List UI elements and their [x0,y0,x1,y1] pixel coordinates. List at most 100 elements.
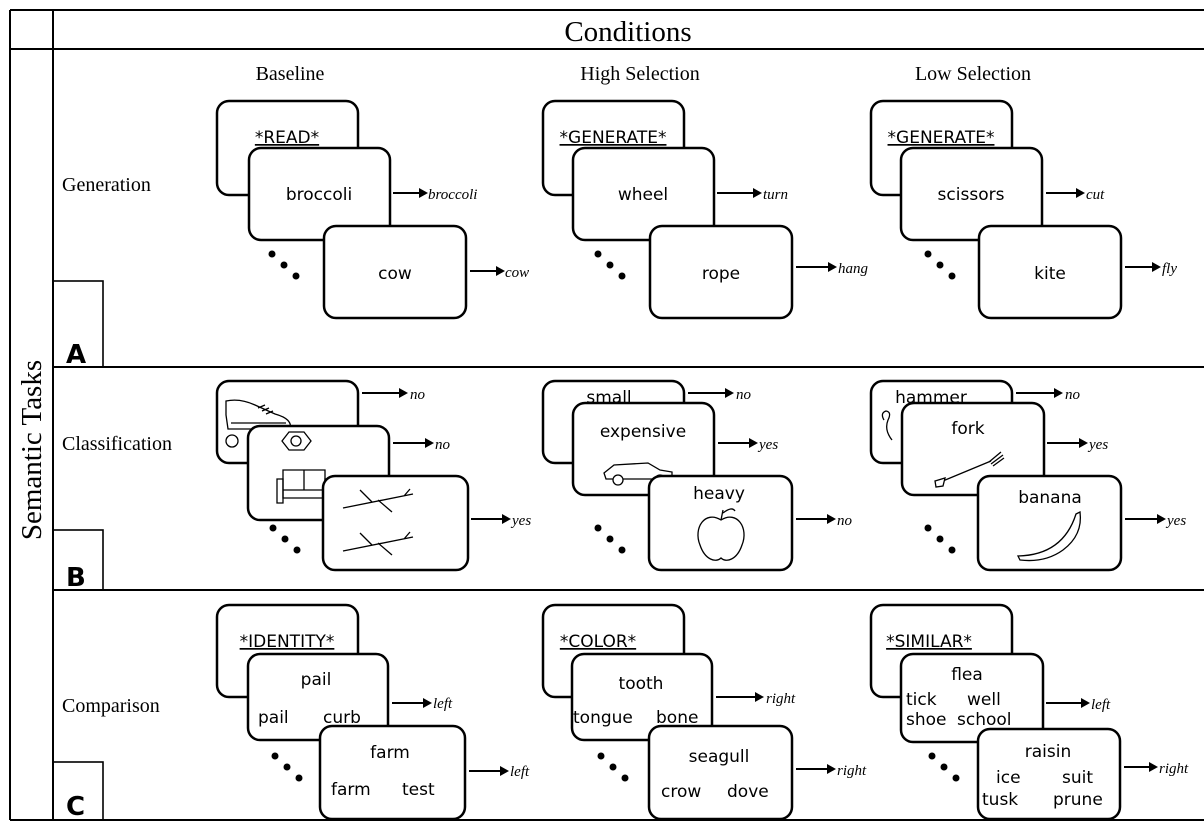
ellipsis-dot [597,752,605,760]
column-header-baseline: Baseline [256,63,325,85]
response-text: broccoli [428,187,477,203]
trial-classification-low-selection: hammer fork banana no yes yes [869,379,1186,572]
response-text: no [435,437,451,453]
response-text: hang [838,261,869,277]
comparison-choice: school [957,710,1012,730]
ellipsis-dot [928,752,936,760]
ellipsis-dot [606,261,614,269]
ellipsis-dot [940,763,948,771]
fork-icon [934,451,1005,488]
stimulus-word: cow [378,264,412,284]
instruction-card-text: *GENERATE* [888,128,995,148]
panel-letter-b: B [66,563,86,593]
response-text: cut [1086,187,1105,203]
response-text: yes [1087,437,1108,453]
trial-comparison-baseline: *IDENTITY* pail pail curb farm farm test… [215,603,530,821]
table-frame [9,9,1204,821]
ellipsis-dot [924,250,932,258]
comparison-choice: prune [1053,790,1103,810]
ellipsis-dot [271,752,279,760]
response-text: turn [763,187,788,203]
instruction-card-text: *READ* [255,128,319,148]
comparison-target: farm [370,743,410,763]
column-header-high-selection: High Selection [580,63,699,85]
instruction-card-text: *COLOR* [560,632,636,652]
response-text: no [837,513,853,529]
stimulus-word: scissors [938,185,1005,205]
trial-comparison-high-selection: *COLOR* tooth tongue bone seagull crow d… [541,603,867,821]
panel-label-b: B [52,529,104,593]
response-text: right [1159,761,1189,777]
response-text: yes [757,437,778,453]
response-text: cow [505,265,529,281]
trial-generation-baseline: *READ* broccoli cow broccoli cow [215,99,529,320]
comparison-choice: tusk [982,790,1018,810]
trial-classification-baseline: no no yes [215,379,531,572]
stimulus-word: rope [702,264,740,284]
ellipsis-dot [280,261,288,269]
ellipsis-dot [948,272,956,280]
column-header-low-selection: Low Selection [915,63,1031,85]
ellipsis-dot [609,763,617,771]
conditions-title: Conditions [564,16,691,48]
trial-comparison-low-selection: *SIMILAR* flea tick well shoe school rai… [869,603,1189,821]
ellipsis-dot [618,272,626,280]
ellipsis-dot [606,535,614,543]
bird-icon [881,410,893,441]
semantic-tasks-title: Semantic Tasks [16,360,48,540]
response-text: yes [1165,513,1186,529]
comparison-choice: shoe [906,710,947,730]
ellipsis-dot [952,774,960,782]
response-text: yes [510,513,531,529]
row-label-classification: Classification [62,433,172,455]
response-text: left [510,764,530,780]
apple-icon [697,508,745,561]
response-text: right [837,763,867,779]
comparison-target: raisin [1025,742,1071,762]
ellipsis-dot [293,546,301,554]
panel-label-c: C [52,761,104,822]
comparison-choice-right: bone [656,708,698,728]
comparison-choice-right: test [402,780,435,800]
comparison-choice: ice [996,768,1021,788]
ellipsis-dot [936,261,944,269]
banana-icon [1016,511,1082,562]
comparison-choice: suit [1062,768,1093,788]
ellipsis-dot [924,524,932,532]
trial-generation-low-selection: *GENERATE* scissors kite cut fly [869,99,1177,320]
nut-and-sofa-icon [276,431,332,504]
comparison-target: tooth [619,674,664,694]
ellipsis-dot [594,524,602,532]
response-text: left [1091,697,1111,713]
comparison-choice-left: pail [258,708,289,728]
airplanes-icon [342,488,414,556]
ellipsis-dot [621,774,629,782]
comparison-choice: tick [906,690,937,710]
comparison-target: pail [301,670,332,690]
response-text: left [433,696,453,712]
trial-classification-high-selection: small expensive heavy no yes no [541,379,853,572]
trial-generation-high-selection: *GENERATE* wheel rope turn hang [541,99,869,320]
ellipsis-dot [295,774,303,782]
ellipsis-dot [936,535,944,543]
instruction-card-text: *IDENTITY* [240,632,335,652]
response-text: no [1065,387,1081,403]
instruction-card-text: *GENERATE* [560,128,667,148]
ellipsis-dot [283,763,291,771]
classification-word: banana [1018,488,1082,508]
comparison-choice: well [967,690,1001,710]
ellipsis-dot [594,250,602,258]
ellipsis-dot [281,535,289,543]
classification-word: expensive [600,422,686,442]
comparison-choice-left: crow [661,782,701,802]
ellipsis-dot [618,546,626,554]
response-text: right [766,691,796,707]
comparison-target: seagull [689,747,750,767]
stimulus-word: wheel [618,185,668,205]
comparison-choice-left: tongue [573,708,633,728]
comparison-choice-left: farm [331,780,371,800]
panel-label-a: A [52,280,104,370]
comparison-target: flea [951,665,983,685]
response-text: no [736,387,752,403]
classification-word: heavy [693,484,745,504]
